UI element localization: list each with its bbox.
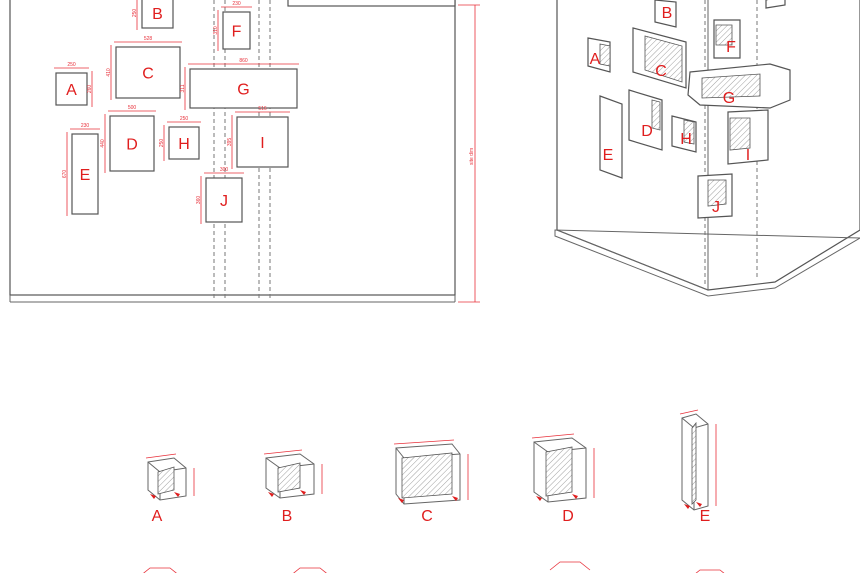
height-dim: 360: [196, 196, 202, 205]
opening-c: C 528 410: [106, 36, 182, 100]
isometric-labels: A B C D E F G H I J: [590, 5, 751, 216]
detail-label: C: [421, 508, 433, 525]
iso-label-g: G: [723, 90, 735, 107]
iso-label-b: B: [662, 5, 673, 22]
cut-off-detail: [549, 561, 591, 571]
height-dim: 670: [62, 170, 68, 179]
width-dim: 500: [128, 105, 137, 111]
detail-d: D: [531, 433, 595, 525]
openings: A250260B250C528410D500440E230670F230310G…: [54, 0, 299, 224]
top-band: [287, 0, 456, 7]
opening-label: E: [80, 167, 91, 184]
detail-e: E: [679, 409, 717, 525]
cut-off-detail: [143, 567, 177, 573]
opening-label: H: [178, 136, 190, 153]
opening-label: F: [232, 24, 242, 41]
width-dim: 250: [180, 116, 189, 122]
detail-label: E: [700, 508, 711, 525]
iso-label-c: C: [655, 63, 667, 80]
opening-label: C: [142, 66, 154, 83]
opening-f: F 230 310: [213, 1, 252, 51]
opening-label: B: [152, 6, 163, 23]
opening-label: G: [237, 82, 249, 99]
height-dim: 410: [106, 68, 112, 77]
height-dim: 250: [159, 139, 165, 148]
opening-d: D 500 440: [100, 105, 156, 173]
width-dim: 250: [67, 62, 76, 68]
width-dim: 300: [220, 167, 229, 173]
iso-label-f: F: [726, 39, 736, 56]
opening-b: B 250: [132, 0, 174, 30]
height-dim: 440: [100, 139, 106, 148]
cut-off-detail: [293, 567, 327, 573]
cut-off-detail: [695, 569, 725, 573]
iso-label-h: H: [680, 131, 692, 148]
opening-h: H 250 250: [159, 116, 201, 161]
height-dim: 311: [180, 84, 186, 92]
height-dim: 250: [132, 9, 138, 18]
width-dim: 860: [239, 58, 248, 64]
width-dim: 516: [258, 106, 267, 112]
isometric-view: [554, 0, 860, 297]
width-dim: 528: [144, 36, 153, 42]
height-dim: 260: [87, 85, 93, 94]
iso-label-a: A: [590, 51, 601, 68]
opening-i: I 516 395: [227, 106, 290, 169]
opening-label: I: [260, 135, 264, 152]
height-dim: 395: [227, 138, 233, 147]
width-dim: 230: [232, 1, 241, 7]
iso-label-d: D: [641, 123, 653, 140]
opening-g: G 860 311: [180, 58, 299, 110]
iso-label-j: J: [712, 199, 720, 216]
detail-label: D: [562, 508, 574, 525]
opening-label: D: [126, 137, 138, 154]
opening-label: J: [220, 193, 228, 210]
detail-label: B: [282, 508, 293, 525]
opening-a: A 250 260: [54, 62, 93, 107]
site-dim-label: site dim: [469, 148, 475, 165]
opening-label: A: [66, 82, 77, 99]
detail-b: B: [263, 449, 323, 525]
opening-j: J 300 360: [196, 167, 244, 224]
opening-e: E 230 670: [62, 123, 100, 216]
detail-label: A: [152, 508, 163, 525]
detail-views: A B C D E: [143, 409, 725, 573]
iso-label-i: I: [746, 147, 750, 164]
detail-a: A: [145, 453, 195, 525]
height-dim: 310: [213, 26, 219, 35]
iso-label-e: E: [603, 147, 614, 164]
width-dim: 230: [81, 123, 90, 129]
detail-c: C: [393, 439, 469, 525]
